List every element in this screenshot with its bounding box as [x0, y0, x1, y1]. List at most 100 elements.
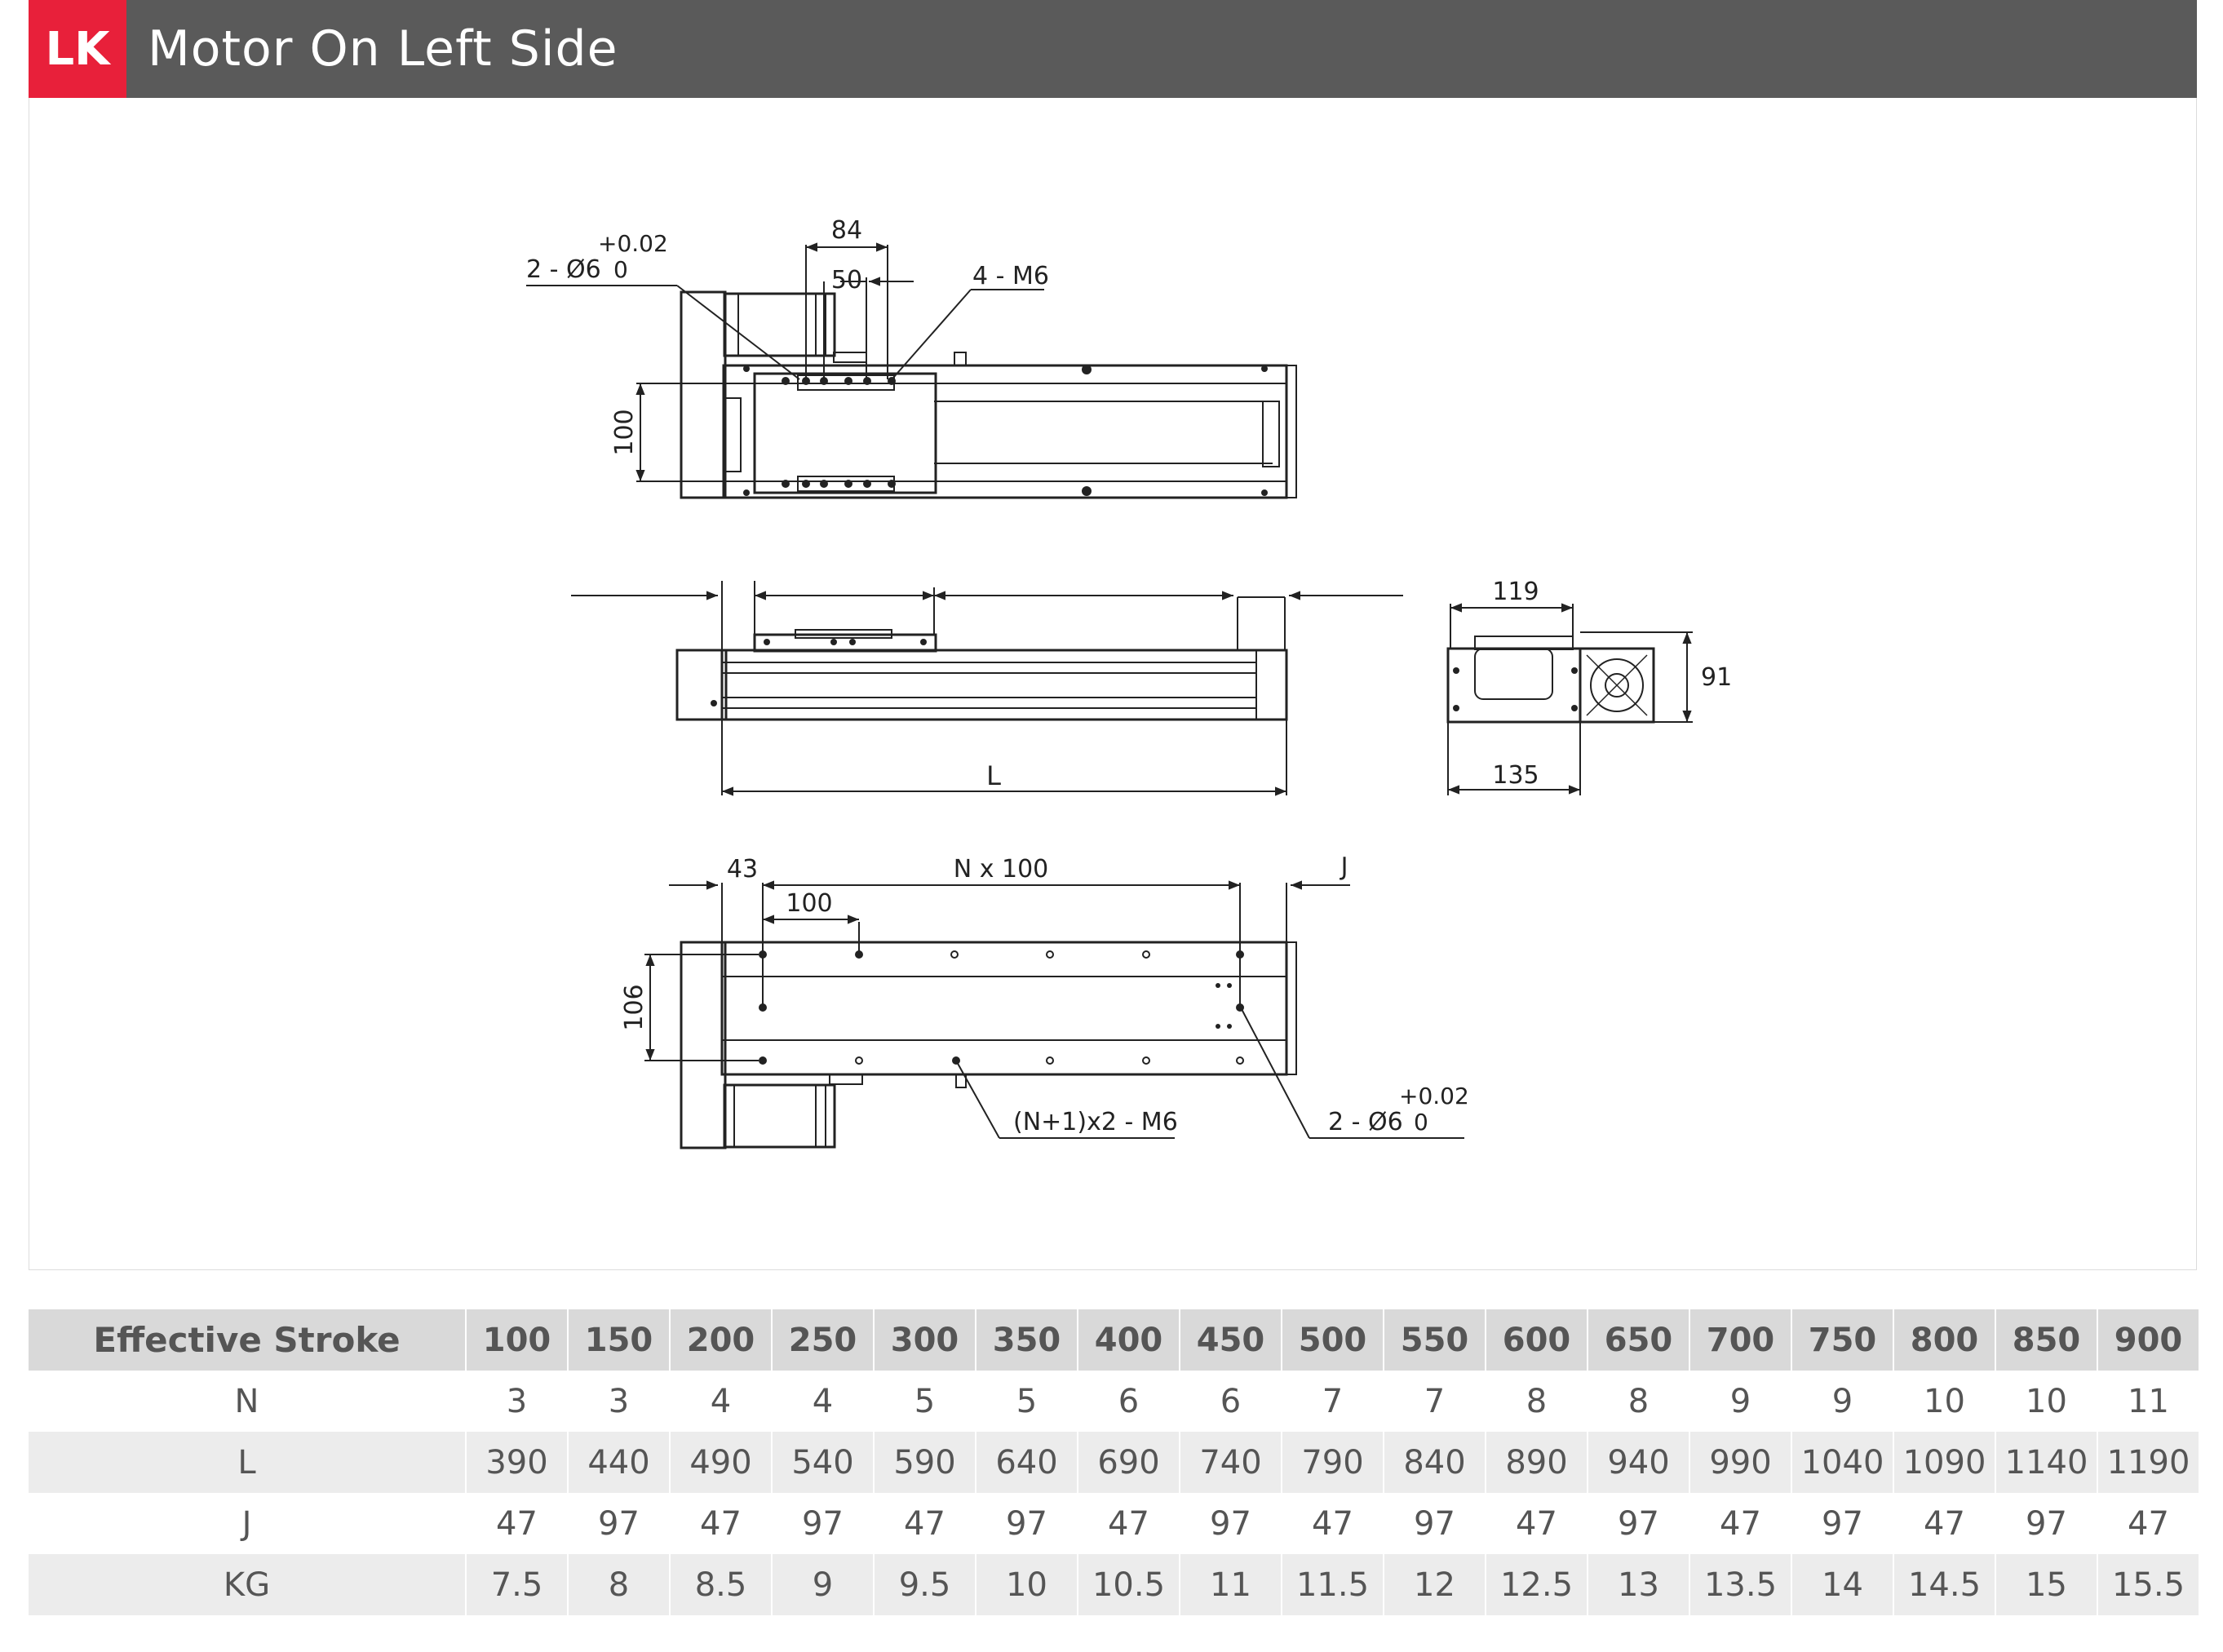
table-cell: 590: [874, 1432, 976, 1493]
stroke-col: 300: [874, 1309, 976, 1371]
table-cell: 15.5: [2097, 1554, 2200, 1615]
rail-profile: [720, 649, 1288, 721]
stroke-col: 150: [568, 1309, 671, 1371]
stroke-col: 400: [1078, 1309, 1180, 1371]
pin-hole-tolerance-upper: +0.02: [1399, 1083, 1469, 1109]
table-header-row: Effective Stroke 100 150 200 250 300 350…: [29, 1309, 2200, 1371]
end-width-bottom-label: 135: [1492, 761, 1539, 790]
table-cell: 1090: [1893, 1432, 1996, 1493]
table-cell: 9: [1791, 1371, 1894, 1432]
thread-callout-label: 4 - M6: [972, 262, 1049, 290]
stroke-col: 450: [1180, 1309, 1282, 1371]
table-cell: 740: [1180, 1432, 1282, 1493]
table-cell: 6: [1180, 1371, 1282, 1432]
table-cell: 10: [1893, 1371, 1996, 1432]
motor-end-block: [675, 649, 728, 721]
table-cell: 690: [1078, 1432, 1180, 1493]
table-cell: 13: [1588, 1554, 1690, 1615]
table-cell: 8: [568, 1554, 671, 1615]
motor-mount-plate-bottom: [680, 941, 727, 1149]
table-cell: 990: [1689, 1432, 1792, 1493]
table-cell: 1140: [1995, 1432, 2098, 1493]
dim-50-label: 50: [831, 266, 862, 295]
table-cell: 440: [568, 1432, 671, 1493]
dim-84-label: 84: [831, 216, 862, 245]
hole-callout-label: 2 - Ø6: [526, 255, 601, 284]
table-cell: 640: [976, 1432, 1078, 1493]
table-cell: 3: [466, 1371, 569, 1432]
table-cell: 4: [670, 1371, 773, 1432]
table-cell: 390: [466, 1432, 569, 1493]
page-header: LK Motor On Left Side: [29, 0, 2197, 98]
bottom-view: [644, 880, 1464, 1149]
stroke-col: 100: [466, 1309, 569, 1371]
table-cell: 5: [874, 1371, 976, 1432]
stroke-col: 700: [1689, 1309, 1792, 1371]
table-cell: 47: [1689, 1493, 1792, 1554]
stroke-col: 600: [1486, 1309, 1588, 1371]
table-cell: 9.5: [874, 1554, 976, 1615]
table-cell: 1040: [1791, 1432, 1894, 1493]
stroke-col: 750: [1791, 1309, 1894, 1371]
table-cell: 97: [1384, 1493, 1486, 1554]
table-cell: 47: [874, 1493, 976, 1554]
row-label: J: [29, 1493, 467, 1554]
dim-100-label: 100: [610, 409, 639, 455]
row-label: L: [29, 1432, 467, 1493]
dim-100-bottom-label: 100: [786, 889, 832, 918]
table-cell: 1190: [2097, 1432, 2200, 1493]
technical-drawing: 84 50 100 2 - Ø6 +0.02 0 4 - M6: [526, 216, 1732, 1149]
table-cell: 8.5: [670, 1554, 773, 1615]
pin-hole-label: 2 - Ø6: [1328, 1108, 1403, 1136]
table-cell: 4: [772, 1371, 875, 1432]
table-cell: 97: [1791, 1493, 1894, 1554]
end-profile: [1446, 647, 1582, 724]
table-cell: 7.5: [466, 1554, 569, 1615]
table-cell: 9: [772, 1554, 875, 1615]
table-cell: 8: [1486, 1371, 1588, 1432]
table-cell: 14.5: [1893, 1554, 1996, 1615]
table-cell: 97: [1995, 1493, 2098, 1554]
table-cell: 9: [1689, 1371, 1792, 1432]
stroke-col: 550: [1384, 1309, 1486, 1371]
table-cell: 15: [1995, 1554, 2098, 1615]
table-cell: 5: [976, 1371, 1078, 1432]
stroke-col: 900: [2097, 1309, 2200, 1371]
table-cell: 790: [1282, 1432, 1384, 1493]
spec-table: Effective Stroke 100 150 200 250 300 350…: [29, 1309, 2200, 1615]
motor-mount-plate: [680, 290, 727, 499]
row-label: N: [29, 1371, 467, 1432]
hole-tolerance-upper: +0.02: [598, 230, 668, 257]
effective-stroke-header: Effective Stroke: [29, 1309, 467, 1371]
motor-flange: [1579, 647, 1655, 724]
top-view: [526, 242, 1297, 499]
length-label: L: [986, 760, 1001, 791]
table-cell: 47: [1893, 1493, 1996, 1554]
table-cell: 11.5: [1282, 1554, 1384, 1615]
stroke-col: 350: [976, 1309, 1078, 1371]
table-cell: 97: [568, 1493, 671, 1554]
end-height-label: 91: [1701, 663, 1732, 692]
end-width-top-label: 119: [1492, 578, 1539, 606]
table-cell: 11: [1180, 1554, 1282, 1615]
table-cell: 840: [1384, 1432, 1486, 1493]
table-cell: 490: [670, 1432, 773, 1493]
table-cell: 47: [466, 1493, 569, 1554]
table-cell: 13.5: [1689, 1554, 1792, 1615]
dim-43-label: 43: [727, 855, 758, 884]
table-cell: 6: [1078, 1371, 1180, 1432]
table-cell: 97: [1588, 1493, 1690, 1554]
row-label: KG: [29, 1554, 467, 1615]
motor-body-bottom: [723, 1083, 836, 1149]
table-cell: 7: [1384, 1371, 1486, 1432]
thread-pattern-label: (N+1)x2 - M6: [1013, 1108, 1178, 1136]
end-view: [1446, 603, 1693, 795]
rail-body-bottom: [720, 941, 1288, 1076]
dim-106-label: 106: [620, 984, 649, 1030]
stroke-col: 650: [1588, 1309, 1690, 1371]
table-cell: 10: [1995, 1371, 2098, 1432]
table-cell: 940: [1588, 1432, 1690, 1493]
